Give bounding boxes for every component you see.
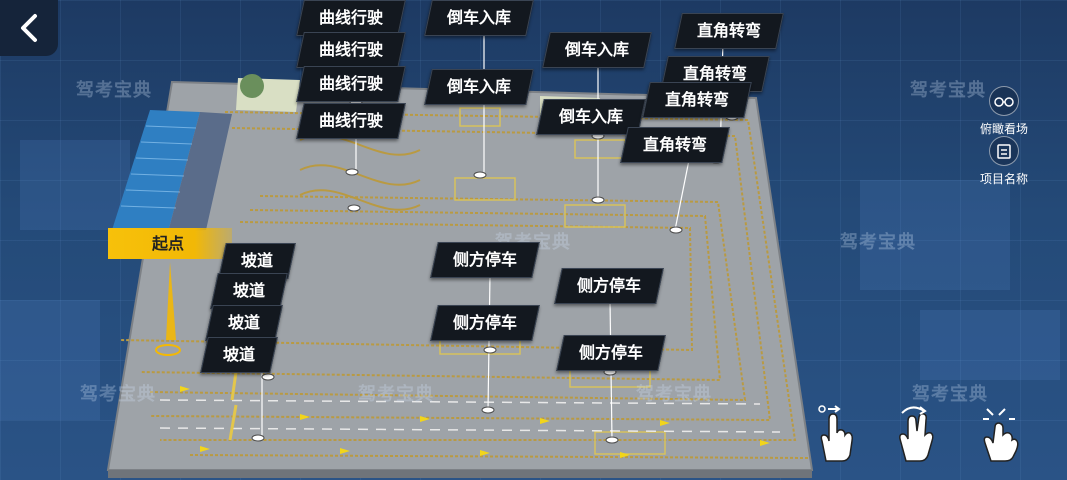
hand-rotate-icon[interactable] xyxy=(892,405,940,463)
project-names-label: 项目名称 xyxy=(979,172,1028,186)
parallel-parking-label[interactable]: 侧方停车 xyxy=(430,305,540,341)
watermark: 驾考宝典 xyxy=(80,384,156,405)
background-panel xyxy=(860,180,1010,290)
glasses-icon xyxy=(989,86,1019,116)
parallel-parking-label[interactable]: 侧方停车 xyxy=(554,268,664,304)
watermark: 驾考宝典 xyxy=(636,384,712,405)
hand-pinch-icon[interactable] xyxy=(975,405,1023,463)
birds-eye-view-button[interactable]: 俯瞰看场 xyxy=(973,86,1035,137)
birds-eye-view-label: 俯瞰看场 xyxy=(979,122,1028,136)
right-angle-turn-label[interactable]: 直角转弯 xyxy=(620,127,730,163)
right-angle-turn-label[interactable]: 直角转弯 xyxy=(674,13,784,49)
chevron-left-icon xyxy=(21,14,37,42)
background-panel xyxy=(0,300,100,420)
watermark: 驾考宝典 xyxy=(358,384,434,405)
slope-label[interactable]: 坡道 xyxy=(200,337,278,373)
right-angle-turn-label[interactable]: 直角转弯 xyxy=(642,82,752,118)
background-panel xyxy=(20,140,130,230)
curve-driving-label[interactable]: 曲线行驶 xyxy=(296,32,406,68)
back-button[interactable] xyxy=(0,0,58,56)
reverse-parking-label[interactable]: 倒车入库 xyxy=(424,0,534,36)
slope-label[interactable]: 坡道 xyxy=(210,273,288,309)
watermark: 驾考宝典 xyxy=(912,384,988,405)
background-panel xyxy=(920,310,1060,380)
start-point-label: 起点 xyxy=(108,228,232,259)
document-icon xyxy=(989,136,1019,166)
slope-label[interactable]: 坡道 xyxy=(205,305,283,341)
parallel-parking-label[interactable]: 侧方停车 xyxy=(556,335,666,371)
watermark: 驾考宝典 xyxy=(840,232,916,253)
project-names-button[interactable]: 项目名称 xyxy=(973,136,1035,187)
curve-driving-label[interactable]: 曲线行驶 xyxy=(296,66,406,102)
parallel-parking-label[interactable]: 侧方停车 xyxy=(430,242,540,278)
reverse-parking-label[interactable]: 倒车入库 xyxy=(542,32,652,68)
curve-driving-label[interactable]: 曲线行驶 xyxy=(296,0,406,36)
watermark: 驾考宝典 xyxy=(910,80,986,101)
curve-driving-label[interactable]: 曲线行驶 xyxy=(296,103,406,139)
watermark: 驾考宝典 xyxy=(76,80,152,101)
hand-drag-icon[interactable] xyxy=(810,405,858,463)
reverse-parking-label[interactable]: 倒车入库 xyxy=(424,69,534,105)
